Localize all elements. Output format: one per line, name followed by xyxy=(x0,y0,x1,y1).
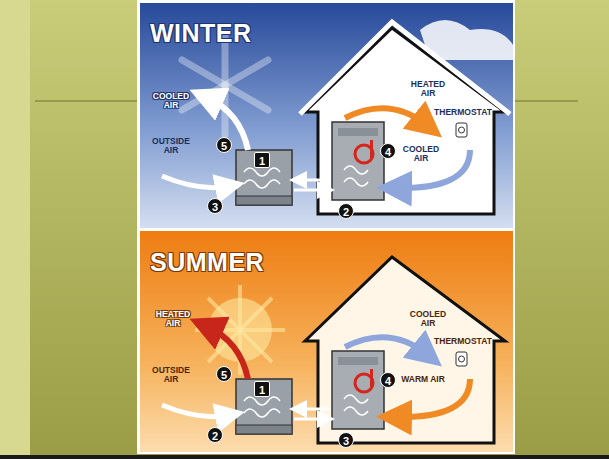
callout-number: 2 xyxy=(338,203,354,219)
callout-number: 1 xyxy=(254,381,270,397)
callout-number: 5 xyxy=(216,366,232,382)
thermostat-label: THERMOSTAT xyxy=(432,337,494,346)
air-label: OUTSIDE AIR xyxy=(148,366,194,385)
air-label: HEATED AIR xyxy=(150,310,196,329)
air-label: OUTSIDE AIR xyxy=(148,137,194,156)
callout-number: 2 xyxy=(207,427,223,443)
callout-number: 3 xyxy=(207,198,223,214)
panel-title: SUMMER xyxy=(150,249,280,277)
callout-number: 5 xyxy=(216,137,232,153)
air-label: COOLED AIR xyxy=(398,145,444,164)
thermostat-label: THERMOSTAT xyxy=(432,108,494,117)
callout-number: 4 xyxy=(380,372,396,388)
callout-number: 3 xyxy=(338,432,354,448)
air-label: HEATED AIR xyxy=(405,80,451,99)
air-label: COOLED AIR xyxy=(405,310,451,329)
air-label: WARM AIR xyxy=(400,375,446,384)
air-label: COOLED AIR xyxy=(148,92,194,111)
callout-number: 4 xyxy=(380,143,396,159)
callout-number: 1 xyxy=(254,152,270,168)
panel-title: WINTER xyxy=(150,20,270,48)
